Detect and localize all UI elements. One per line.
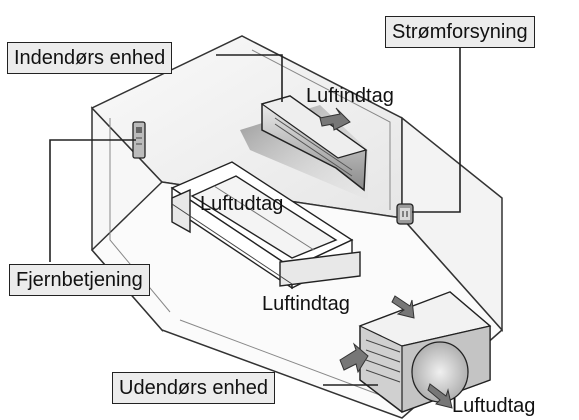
power-outlet-icon xyxy=(397,204,413,224)
power-supply-label: Strømforsyning xyxy=(385,16,535,48)
indoor-air-outlet-label: Luftudtag xyxy=(200,194,283,214)
remote-control-label: Fjernbetjening xyxy=(9,264,150,296)
indoor-air-intake-label: Luftindtag xyxy=(306,86,394,106)
outdoor-unit-label: Udendørs enhed xyxy=(112,372,275,404)
outdoor-air-intake-label: Luftindtag xyxy=(262,294,350,314)
indoor-unit-label: Indendørs enhed xyxy=(7,42,172,74)
outdoor-air-outlet-label: Luftudtag xyxy=(452,396,535,416)
